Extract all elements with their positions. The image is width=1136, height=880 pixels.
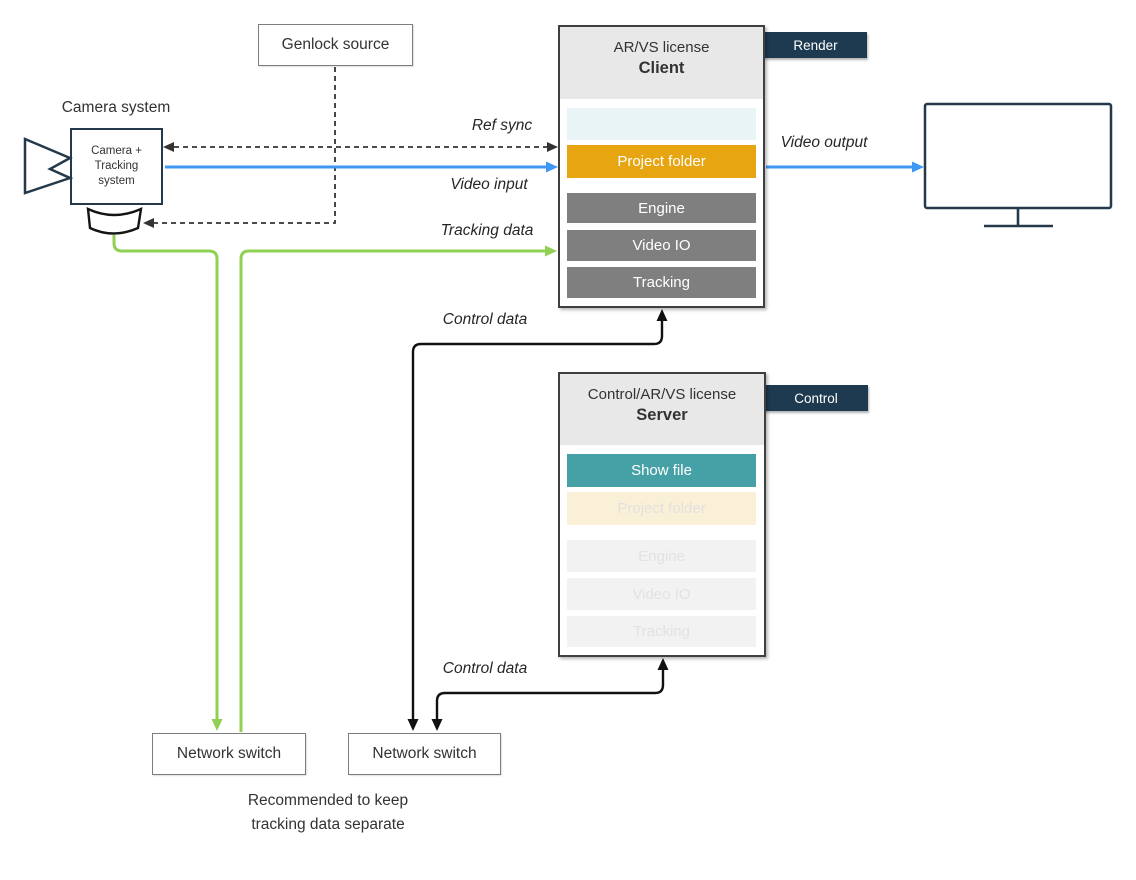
server-row-project-folder: Project folder	[567, 492, 756, 525]
client-row-video-io: Video IO	[567, 230, 756, 261]
video-input-label: Video input	[450, 176, 528, 193]
client-header: AR/VS license Client	[560, 27, 763, 99]
server-header: Control/AR/VS license Server	[560, 374, 764, 445]
genlock-arrow	[143, 218, 154, 228]
genlock-line	[154, 67, 336, 224]
genlock-source-box: Genlock source	[258, 24, 413, 66]
control-server-arrow-down	[431, 719, 443, 731]
control-server-arrow-up	[657, 658, 669, 670]
client-row-showfile-faded	[567, 108, 756, 140]
client-row-project-folder: Project folder	[567, 145, 756, 178]
tracking-note: Recommended to keep tracking data separa…	[188, 789, 468, 837]
monitor-icon	[923, 102, 1113, 228]
client-license-label: AR/VS license	[613, 39, 710, 56]
video-input-arrow	[546, 161, 558, 173]
server-row-engine: Engine	[567, 540, 756, 572]
tracking-camera-to-switch-line	[112, 235, 219, 719]
monitor-screen	[923, 102, 1113, 210]
control-data-upper-label: Control data	[442, 311, 528, 328]
camera-box-line2: Tracking	[94, 160, 139, 172]
camera-mount-icon	[86, 207, 143, 235]
ref-sync-label: Ref sync	[471, 117, 533, 134]
server-license-label: Control/AR/VS license	[587, 386, 737, 403]
camera-body-box: Camera + Tracking system	[70, 128, 163, 205]
control-data-lower-label: Control data	[442, 660, 528, 677]
server-row-video-io: Video IO	[567, 578, 756, 610]
camera-system-title: Camera system	[61, 99, 171, 116]
tracking-data-label: Tracking data	[440, 222, 534, 239]
camera-lens-icon	[23, 137, 74, 195]
network-switch-right-box: Network switch	[348, 733, 501, 775]
ref-sync-arrow-left	[163, 142, 174, 152]
server-box: Control/AR/VS license Server Show file P…	[558, 372, 766, 657]
client-role-label: Client	[638, 59, 685, 77]
network-switch-left-box: Network switch	[152, 733, 306, 775]
server-row-show-file: Show file	[567, 454, 756, 487]
render-tag: Render	[764, 32, 867, 58]
client-row-tracking: Tracking	[567, 267, 756, 298]
server-row-tracking: Tracking	[567, 616, 756, 647]
server-role-label: Server	[636, 406, 688, 424]
camera-box-line3: system	[98, 175, 135, 187]
client-row-engine: Engine	[567, 193, 756, 223]
control-tag: Control	[764, 385, 868, 411]
ref-sync-arrow-right	[547, 142, 558, 152]
tracking-switch-arrow	[211, 719, 223, 731]
tracking-note-line1: Recommended to keep	[247, 792, 409, 809]
video-output-label: Video output	[780, 134, 868, 151]
client-box: AR/VS license Client Project folder Engi…	[558, 25, 765, 308]
tracking-note-line2: tracking data separate	[251, 816, 405, 833]
video-output-arrow	[912, 161, 924, 173]
tracking-client-arrow	[545, 245, 557, 257]
control-client-arrow-up	[656, 309, 668, 321]
camera-box-line1: Camera +	[91, 145, 142, 157]
control-client-arrow-down	[407, 719, 419, 731]
